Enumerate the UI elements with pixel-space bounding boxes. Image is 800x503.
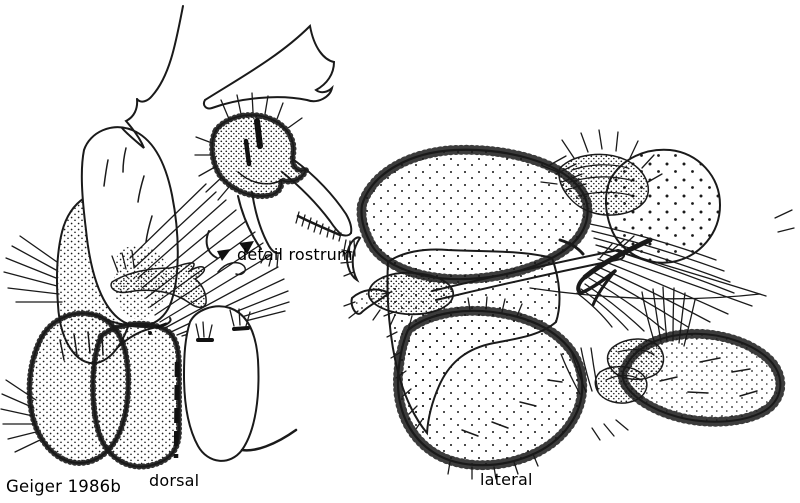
rostrum-leader-curve — [205, 230, 218, 259]
bristle-tuft-lower-left — [0, 379, 41, 453]
lateral-rod-lower — [435, 258, 622, 301]
bristle-tuft-upper-left — [3, 235, 63, 303]
rostrum-front-leg-outer — [251, 191, 281, 255]
lateral-small-tuft — [560, 347, 599, 395]
rostrum-dark-marks — [243, 118, 263, 167]
dorsal-beak-tip — [156, 322, 168, 329]
lateral-label: lateral — [480, 470, 533, 489]
rostrum-blob-bristles — [194, 92, 303, 201]
dorsal-beak-curve — [117, 326, 159, 348]
rostrum-beak — [202, 23, 336, 110]
lateral-claw-hairs — [599, 235, 635, 259]
lateral-figure — [340, 129, 795, 480]
lateral-hairy-appendage — [558, 153, 649, 216]
dorsal-dark-dashed-line — [173, 361, 180, 459]
rostrum-leg-anchor — [239, 241, 254, 254]
dorsal-curl-line — [217, 261, 247, 276]
lateral-hairy-bristles — [540, 129, 663, 185]
lateral-rod-base-lobe — [367, 271, 454, 316]
rostrum-label: detail rostrum — [237, 245, 353, 264]
dorsal-bottom-mid-lobe — [91, 322, 180, 468]
rostrum-front-leg-inner — [237, 195, 262, 250]
rostrum-rear-leg-lower — [281, 171, 343, 236]
rostrum-rear-leg-upper — [293, 159, 353, 234]
lateral-hairy-scribbles — [569, 164, 635, 197]
rostrum-comb-shade — [296, 214, 342, 237]
dorsal-beak-eye — [148, 331, 152, 335]
dorsal-label: dorsal — [149, 471, 200, 490]
lateral-bottom-lobe — [396, 309, 584, 467]
dorsal-tail-curve — [240, 428, 298, 452]
dorsal-arm-tuft — [111, 250, 135, 273]
lateral-bl-fringe — [447, 296, 629, 480]
rostrum-leader-arrow — [217, 249, 231, 261]
dorsal-mid-appendage — [110, 262, 207, 309]
rostrum-front-foot-hairs — [260, 251, 279, 268]
lateral-top-left-lobe — [360, 148, 589, 281]
lateral-club-streaks — [659, 357, 758, 397]
rostrum-figure — [121, 5, 356, 268]
citation-label: Geiger 1986b — [6, 477, 122, 496]
rostrum-left-notch — [121, 98, 145, 149]
dorsal-pear-tufts — [195, 308, 251, 342]
rostrum-left-line — [136, 5, 184, 103]
dorsal-front-lobe-streaks — [103, 147, 153, 243]
rostrum-blob-inner-curve — [237, 171, 281, 185]
rostrum-base-blob — [211, 114, 308, 197]
dorsal-figure — [0, 126, 298, 470]
lateral-claw — [558, 237, 653, 307]
lateral-club-lobe — [621, 332, 782, 423]
rostrum-rear-foot — [341, 232, 352, 237]
lateral-bl-dashes — [461, 379, 563, 437]
